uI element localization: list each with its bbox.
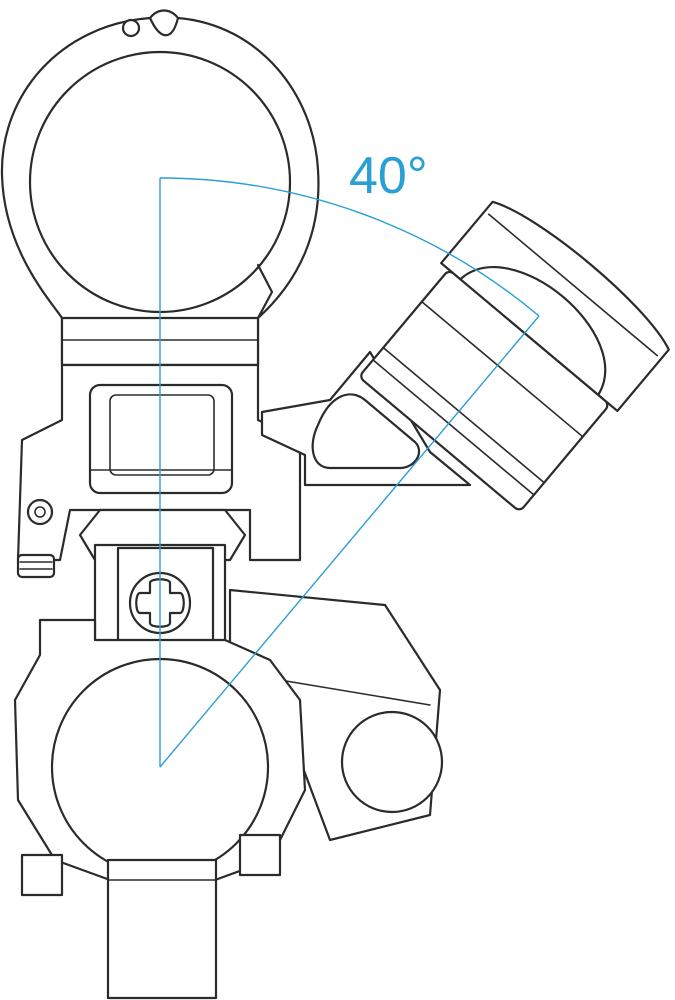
bottom-stem (106, 858, 218, 1000)
angle-label: 40° (349, 147, 428, 205)
upper-knob-inner (109, 394, 215, 476)
upper-knob-block (88, 383, 234, 495)
lower-arm-line (279, 679, 431, 706)
upper-clamp-pin-hole (121, 18, 141, 38)
head-collar-line-2 (382, 346, 545, 484)
middle-body (16, 363, 302, 579)
head-collar-line-1 (421, 300, 584, 438)
tilted-reference-line (159, 315, 540, 768)
tilted-head (360, 200, 670, 511)
head-cup-rim (487, 213, 659, 357)
angle-arc (159, 177, 540, 317)
side-screw-core (34, 506, 46, 518)
tilted-arm (260, 350, 472, 487)
lower-right-bore (340, 710, 444, 814)
head-cup (440, 200, 670, 413)
bottom-left-foot (20, 853, 64, 897)
arm-triangle-cutout (311, 393, 421, 470)
side-screw (26, 498, 54, 526)
bottom-right-foot (238, 833, 282, 877)
side-grip (16, 553, 56, 579)
upper-clamp-hinge (148, 16, 180, 37)
head-collar-line-3 (372, 359, 535, 496)
upper-clamp-gap (256, 263, 274, 320)
angle-annotation (159, 177, 540, 768)
